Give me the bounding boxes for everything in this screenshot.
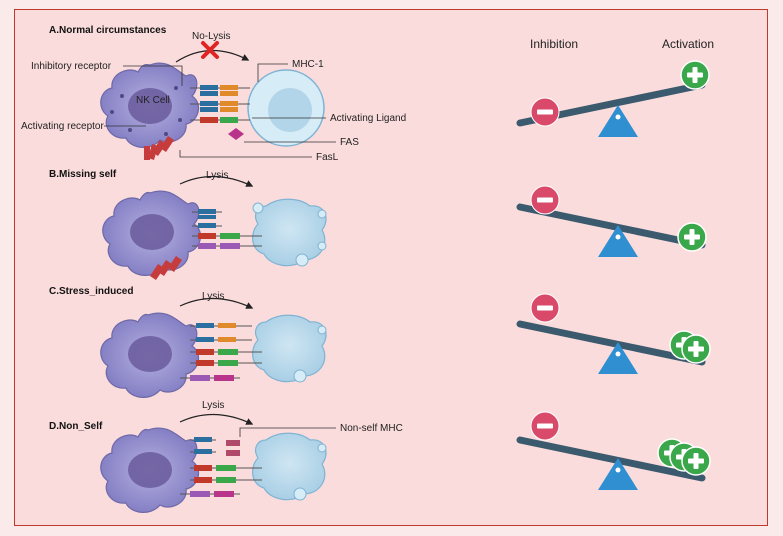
section-b-title: B.Missing self — [49, 169, 117, 180]
section-d-title: D.Non_Self — [49, 421, 103, 432]
balance-0 — [516, 60, 710, 137]
section-b-outcome: Lysis — [206, 170, 228, 181]
nonself-mhc-icon — [226, 440, 240, 456]
target-nucleus — [268, 88, 312, 132]
section-a: A.Normal circumstances NK Cell — [21, 25, 406, 163]
label-inhibitory-receptor: Inhibitory receptor — [31, 61, 112, 72]
section-a-outcome: No-Lysis — [192, 31, 231, 42]
label-fas: FAS — [340, 137, 359, 148]
lysis-arrow — [179, 175, 254, 187]
fulcrum-dot — [615, 351, 621, 357]
label-nonself-mhc: Non-self MHC — [340, 423, 403, 434]
balance-fulcrum — [598, 105, 638, 137]
minus-icon — [530, 185, 560, 215]
balance-3 — [516, 411, 711, 490]
minus-icon — [530, 411, 560, 441]
inhibition-header: Inhibition — [530, 37, 578, 51]
section-c-title: C.Stress_induced — [49, 286, 133, 297]
activating-receptor — [144, 136, 174, 160]
nk-cell-label: NK Cell — [136, 95, 170, 106]
balance-lever — [516, 436, 706, 482]
plus-icon — [681, 334, 711, 364]
label-activating-ligand: Activating Ligand — [330, 113, 406, 124]
fulcrum-dot — [615, 234, 621, 240]
label-activating-receptor: Activating receptor — [21, 121, 104, 132]
plus-icon — [677, 222, 707, 252]
section-c-outcome: Lysis — [202, 291, 224, 302]
lysis-arrow — [179, 413, 254, 425]
lysed-target-cell — [252, 432, 327, 501]
balance-scales — [516, 60, 711, 490]
label-mhc1: MHC-1 — [292, 59, 324, 70]
balance-fulcrum — [598, 458, 638, 490]
section-c: C.Stress_induced Lysis — [49, 286, 327, 398]
cross-icon — [201, 41, 219, 59]
minus-icon — [530, 293, 560, 323]
receptor-pairs — [190, 85, 250, 140]
section-d: D.Non_Self Lysis Non-self MHC — [49, 400, 403, 513]
balance-1 — [516, 185, 707, 257]
fas-receptor — [228, 128, 244, 140]
section-b: B.Missing self Lysis — [49, 169, 327, 280]
label-fasl: FasL — [316, 152, 339, 163]
lysed-target-cell — [252, 314, 327, 383]
lysed-target-cell — [252, 198, 327, 267]
activation-header: Activation — [662, 37, 714, 51]
balance-fulcrum — [598, 342, 638, 374]
fulcrum-dot — [615, 114, 621, 120]
minus-icon — [530, 97, 560, 127]
plus-icon — [680, 60, 710, 90]
fulcrum-dot — [615, 467, 621, 473]
nk-nucleus — [128, 88, 172, 124]
lysis-arrow — [179, 297, 254, 309]
balance-2 — [516, 293, 711, 374]
plus-icon — [681, 446, 711, 476]
section-a-title: A.Normal circumstances — [49, 25, 167, 36]
balance-fulcrum — [598, 225, 638, 257]
section-d-outcome: Lysis — [202, 400, 224, 411]
balance-lever — [516, 320, 706, 366]
